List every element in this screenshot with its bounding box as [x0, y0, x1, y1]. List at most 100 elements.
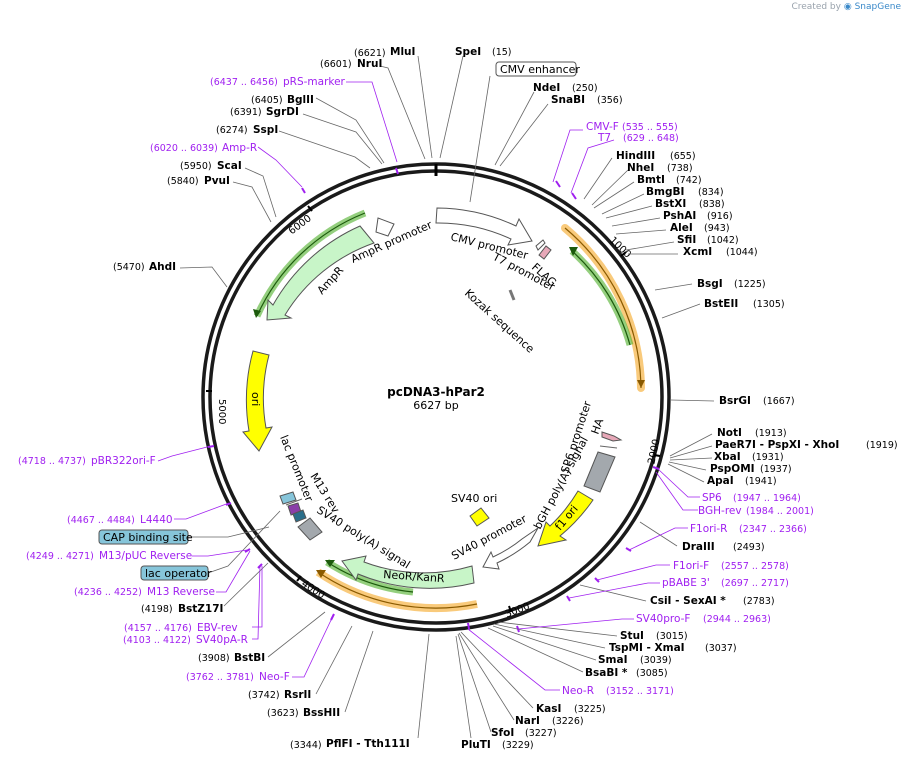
- ha-feature[interactable]: [601, 431, 623, 442]
- enzyme-name-sfoi[interactable]: SfoI: [491, 727, 514, 739]
- primer-name-f1r[interactable]: F1ori-R: [690, 523, 727, 535]
- cmv-enhancer-label: CMV enhancer: [500, 63, 580, 76]
- enzyme-name-draiii[interactable]: DraIII: [682, 541, 715, 553]
- enzyme-name-pluti[interactable]: PluTI: [461, 739, 491, 751]
- enzyme-name-bsteii[interactable]: BstEII: [704, 298, 738, 310]
- enzyme-name-mlui[interactable]: MluI: [390, 46, 415, 58]
- credit-line: Created by ◉ SnapGene: [791, 2, 901, 12]
- enzyme-name-smai[interactable]: SmaI: [598, 654, 628, 666]
- f1-ori-feature[interactable]: [537, 490, 594, 547]
- enzyme-name-bsabi[interactable]: BsaBI *: [585, 667, 628, 679]
- enzyme-name-pspomi[interactable]: PspOMI: [710, 463, 755, 475]
- enzyme-name-pflfi[interactable]: PflFI - Tth111I: [326, 738, 410, 750]
- enzyme-name-bmgbi[interactable]: BmgBI: [646, 186, 684, 198]
- enzyme-name-bsgi[interactable]: BsgI: [697, 278, 723, 290]
- enzyme-pos-hindiii: (655): [670, 151, 696, 162]
- kozak-feature[interactable]: [508, 289, 516, 301]
- enzyme-pos-bstbi: (3908): [198, 653, 230, 664]
- sp6-promoter-feature[interactable]: [599, 445, 618, 449]
- enzyme-name-bstbi[interactable]: BstBI: [234, 652, 265, 664]
- neor-feature[interactable]: [341, 555, 475, 589]
- sv40-ori-feature[interactable]: [469, 507, 490, 527]
- primer-name-ampr[interactable]: Amp-R: [222, 142, 257, 154]
- enzyme-name-stui[interactable]: StuI: [620, 630, 644, 642]
- m13-rev-feature[interactable]: [285, 498, 303, 506]
- ampr-promoter-feature[interactable]: [375, 217, 395, 237]
- primer-name-m13r[interactable]: M13 Reverse: [147, 586, 215, 598]
- primer-name-f1f[interactable]: F1ori-F: [673, 560, 709, 572]
- leader-bsrgi: [670, 399, 715, 402]
- leader-pshai: [611, 217, 661, 227]
- enzyme-name-scai[interactable]: ScaI: [217, 160, 242, 172]
- enzyme-name-bsrgi[interactable]: BsrGI: [719, 395, 751, 407]
- orf-green-bottom-line: [326, 561, 414, 593]
- leader-bstbi: [267, 611, 326, 658]
- enzyme-name-sspi[interactable]: SspI: [253, 124, 278, 136]
- cap-binding-box[interactable]: [98, 529, 189, 545]
- cmv-enhancer-box[interactable]: [495, 61, 577, 77]
- sv40-polya-feature[interactable]: [297, 517, 323, 541]
- enzyme-name-spei[interactable]: SpeI: [455, 46, 481, 58]
- enzyme-name-hindiii[interactable]: HindIII: [616, 150, 655, 162]
- lac-promoter-feature[interactable]: [292, 509, 307, 523]
- leader-xbai: [669, 457, 713, 461]
- primer-name-t7[interactable]: T7: [597, 132, 611, 144]
- enzyme-name-rsrii[interactable]: RsrII: [284, 689, 311, 701]
- cmv-promoter-feature[interactable]: [435, 207, 533, 246]
- primer-name-neor[interactable]: Neo-R: [562, 685, 594, 697]
- ampr-feature[interactable]: [266, 225, 375, 321]
- enzyme-name-noti[interactable]: NotI: [717, 427, 742, 439]
- enzyme-name-apai[interactable]: ApaI: [707, 475, 734, 487]
- primer-leader-sv40prof: [517, 618, 634, 630]
- tick-mark-4000: [296, 575, 302, 582]
- primer-name-bgh[interactable]: BGH-rev: [698, 505, 742, 517]
- primer-name-sv40pa[interactable]: SV40pA-R: [196, 634, 248, 646]
- enzyme-name-sfii[interactable]: SfiI: [677, 234, 696, 246]
- enzyme-name-pshai[interactable]: PshAI: [663, 210, 696, 222]
- primer-name-ebv[interactable]: EBV-rev: [197, 622, 238, 634]
- primer-name-pbr[interactable]: pBR322ori-F: [91, 455, 156, 467]
- primer-name-cmvf[interactable]: CMV-F: [586, 121, 619, 133]
- flag-feature[interactable]: [538, 245, 552, 260]
- bgh-feature[interactable]: [583, 451, 616, 493]
- enzyme-name-pvui[interactable]: PvuI: [204, 175, 230, 187]
- enzyme-name-bglii[interactable]: BglII: [287, 94, 314, 106]
- enzyme-name-bstxi[interactable]: BstXI: [655, 198, 686, 210]
- enzyme-name-csii[interactable]: CsiI - SexAI *: [650, 595, 726, 607]
- credit-brand[interactable]: SnapGene: [854, 2, 901, 12]
- tick-label-3000: 3000: [504, 601, 532, 620]
- leader-smai: [492, 625, 597, 661]
- primer-name-sp6[interactable]: SP6: [702, 492, 722, 504]
- enzyme-name-nrui[interactable]: NruI: [357, 58, 382, 70]
- primer-name-l4440[interactable]: L4440: [140, 514, 173, 526]
- enzyme-name-kasi[interactable]: KasI: [536, 703, 561, 715]
- primer-name-m13puc[interactable]: M13/pUC Reverse: [99, 550, 192, 562]
- enzyme-name-bsshii[interactable]: BssHII: [303, 707, 340, 719]
- enzyme-name-xcmi[interactable]: XcmI: [683, 246, 712, 258]
- enzyme-name-ahdi[interactable]: AhdI: [149, 261, 176, 273]
- primer-name-neof[interactable]: Neo-F: [259, 671, 290, 683]
- lac-operator-box[interactable]: [140, 565, 209, 581]
- leader-scai: [244, 167, 277, 218]
- cap-binding-feature[interactable]: [279, 491, 297, 505]
- primer-name-prs[interactable]: pRS-marker: [283, 76, 346, 88]
- enzyme-name-paer7i[interactable]: PaeR7I - PspXI - XhoI: [715, 439, 839, 451]
- enzyme-name-tspmi[interactable]: TspMI - XmaI: [609, 642, 685, 654]
- enzyme-name-sgrdi[interactable]: SgrDI: [266, 106, 299, 118]
- primer-name-pbabe[interactable]: pBABE 3': [662, 577, 710, 589]
- enzyme-name-snabi[interactable]: SnaBI: [551, 94, 585, 106]
- ori-feature[interactable]: [242, 350, 273, 452]
- enzyme-name-xbai[interactable]: XbaI: [714, 451, 741, 463]
- enzyme-name-alei[interactable]: AleI: [670, 222, 693, 234]
- enzyme-pos-bstxi: (838): [699, 199, 725, 210]
- enzyme-name-nhei[interactable]: NheI: [627, 162, 654, 174]
- enzyme-name-bmti[interactable]: BmtI: [637, 174, 665, 186]
- t7-promoter-feature[interactable]: [535, 239, 546, 251]
- sv40-promoter-feature[interactable]: [482, 527, 539, 570]
- primer-name-sv40prof[interactable]: SV40pro-F: [636, 613, 690, 625]
- enzyme-name-nari[interactable]: NarI: [515, 715, 540, 727]
- enzyme-pos-pflfi: (3344): [290, 740, 322, 751]
- primer-leader-m13r: [216, 550, 251, 593]
- enzyme-name-ndei[interactable]: NdeI: [533, 82, 560, 94]
- enzyme-name-bstz17i[interactable]: BstZ17I: [178, 603, 223, 615]
